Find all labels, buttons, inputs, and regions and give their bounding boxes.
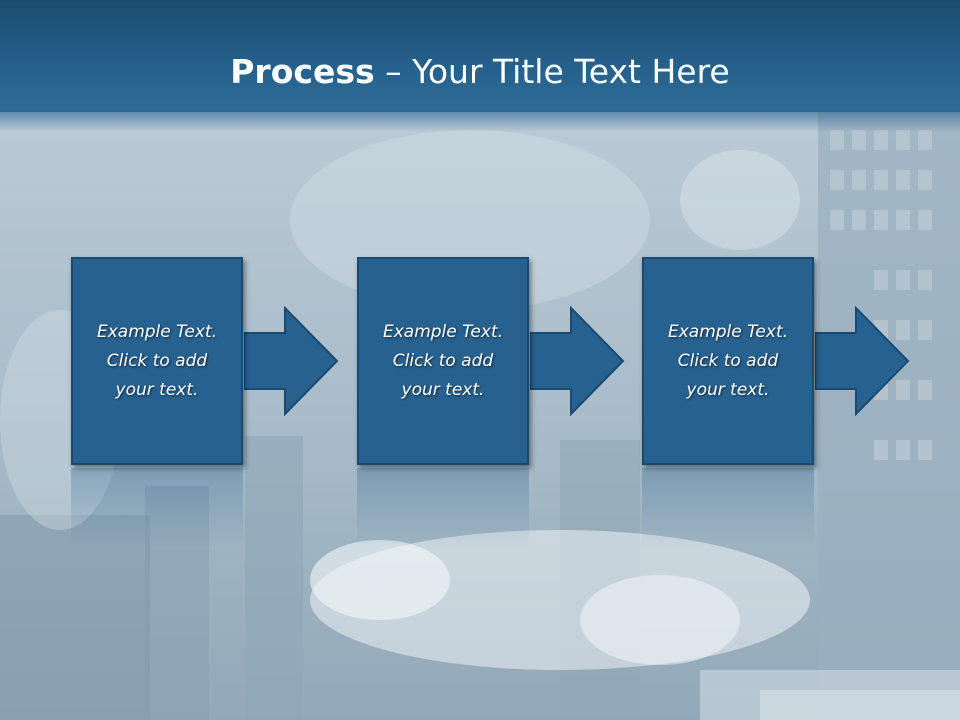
step-1-reflection <box>71 468 243 548</box>
step-1-line-1: Example Text. <box>96 321 218 342</box>
step-3-line-1: Example Text. <box>667 321 789 342</box>
title-rest: – Your Title Text Here <box>374 52 730 91</box>
step-1-box[interactable]: Example Text. Click to add your text. <box>71 257 243 465</box>
step-2-line-2: Click to add <box>392 350 494 371</box>
slide-title[interactable]: Process – Your Title Text Here <box>0 52 960 91</box>
step-1-text: Example Text. Click to add your text. <box>97 318 217 405</box>
step-2-text: Example Text. Click to add your text. <box>383 318 503 405</box>
title-bar <box>0 0 960 112</box>
step-2-line-3: your text. <box>401 379 485 400</box>
step-3-reflection <box>642 468 814 548</box>
step-1-line-2: Click to add <box>106 350 208 371</box>
step-2-reflection <box>357 468 529 548</box>
step-3-line-3: your text. <box>686 379 770 400</box>
step-1-arrow-icon <box>244 306 339 416</box>
title-bold: Process <box>230 52 375 91</box>
step-3-arrow-icon <box>815 306 910 416</box>
step-1-line-3: your text. <box>115 379 199 400</box>
step-3-text: Example Text. Click to add your text. <box>668 318 788 405</box>
step-2-line-1: Example Text. <box>382 321 504 342</box>
step-3-line-2: Click to add <box>677 350 779 371</box>
step-2-arrow-icon <box>530 306 625 416</box>
title-bar-fade <box>0 106 960 132</box>
step-2-box[interactable]: Example Text. Click to add your text. <box>357 257 529 465</box>
step-3-box[interactable]: Example Text. Click to add your text. <box>642 257 814 465</box>
